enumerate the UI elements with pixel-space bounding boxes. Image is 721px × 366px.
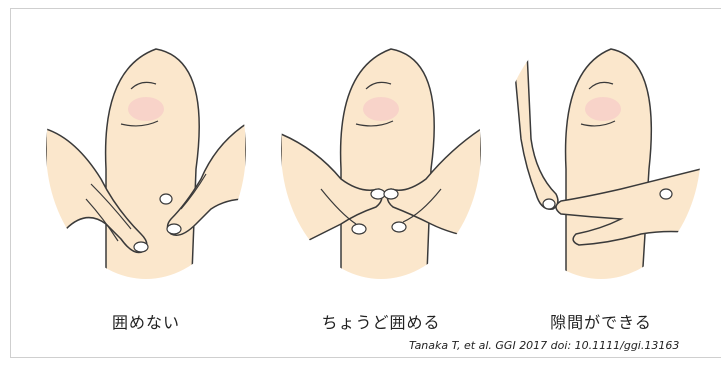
calf-hands-illustration-2	[281, 29, 481, 299]
calf-hands-illustration-3	[501, 29, 701, 299]
citation-text: Tanaka T, et al. GGI 2017 doi: 10.1111/g…	[409, 339, 679, 352]
caption-cannot-encircle: 囲めない	[46, 309, 246, 333]
caption-just-encircles: ちょうど囲める	[281, 309, 481, 333]
panel-gap-forms	[501, 29, 701, 299]
caption-gap-forms: 隙間ができる	[501, 309, 701, 333]
panel-cannot-encircle	[46, 29, 246, 299]
figure-frame: 囲めない ちょうど囲める	[10, 8, 721, 358]
panel-just-encircles	[281, 29, 481, 299]
calf-hands-illustration-1	[46, 29, 246, 299]
